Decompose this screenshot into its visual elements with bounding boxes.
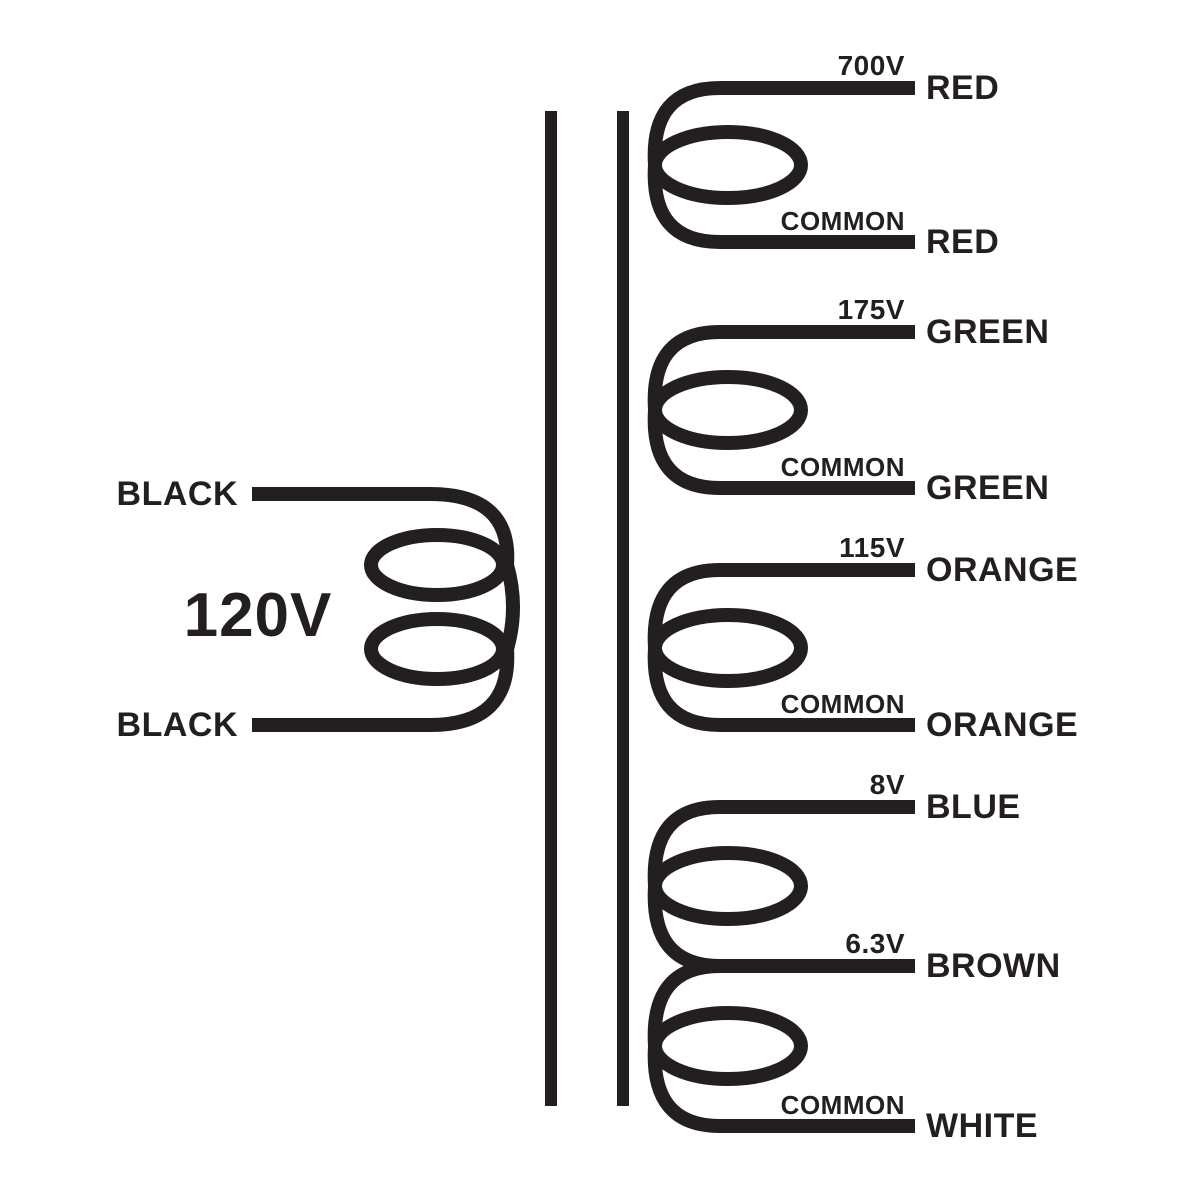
secondary-winding-green	[647, 325, 915, 495]
primary-winding	[252, 487, 520, 732]
common-label-white: COMMON	[780, 1090, 905, 1120]
wire-label-white: WHITE	[926, 1107, 1039, 1145]
secondary-winding-red	[647, 81, 915, 249]
common-label-green: COMMON	[780, 452, 905, 482]
wire-label-orange-bottom: ORANGE	[926, 706, 1079, 744]
wire-label-orange-top: ORANGE	[926, 551, 1079, 589]
common-label-red: COMMON	[780, 206, 905, 236]
primary-lead-label-top: BLACK	[116, 475, 238, 513]
secondary-winding-orange	[647, 563, 915, 732]
wire-label-red-top: RED	[926, 69, 1000, 107]
primary-voltage-label: 120V	[183, 581, 333, 650]
secondary-brown-white-loop	[648, 1006, 808, 1086]
wire-label-brown: BROWN	[926, 947, 1061, 985]
primary-winding-path	[252, 487, 520, 732]
primary-coil-loop-1	[364, 528, 510, 602]
voltage-label-175v: 175V	[837, 294, 905, 325]
secondary-blue-brown-loop	[648, 846, 808, 926]
voltage-label-700v: 700V	[837, 50, 905, 81]
wire-label-blue: BLUE	[926, 788, 1021, 826]
wire-label-green-top: GREEN	[926, 313, 1050, 351]
secondary-winding-tapped	[647, 800, 915, 1133]
wire-label-green-bottom: GREEN	[926, 469, 1050, 507]
secondary-orange-loop	[648, 608, 808, 688]
primary-coil-loop-2	[364, 612, 510, 686]
voltage-label-8v: 8V	[869, 769, 905, 800]
secondary-green-loop	[648, 370, 808, 450]
core-bars	[545, 111, 629, 1106]
voltage-label-115v: 115V	[839, 532, 905, 563]
secondary-red-loop	[648, 125, 808, 205]
common-label-orange: COMMON	[780, 689, 905, 719]
wire-label-red-bottom: RED	[926, 223, 1000, 261]
voltage-label-6-3v: 6.3V	[845, 928, 905, 959]
primary-lead-label-bottom: BLACK	[116, 706, 238, 744]
